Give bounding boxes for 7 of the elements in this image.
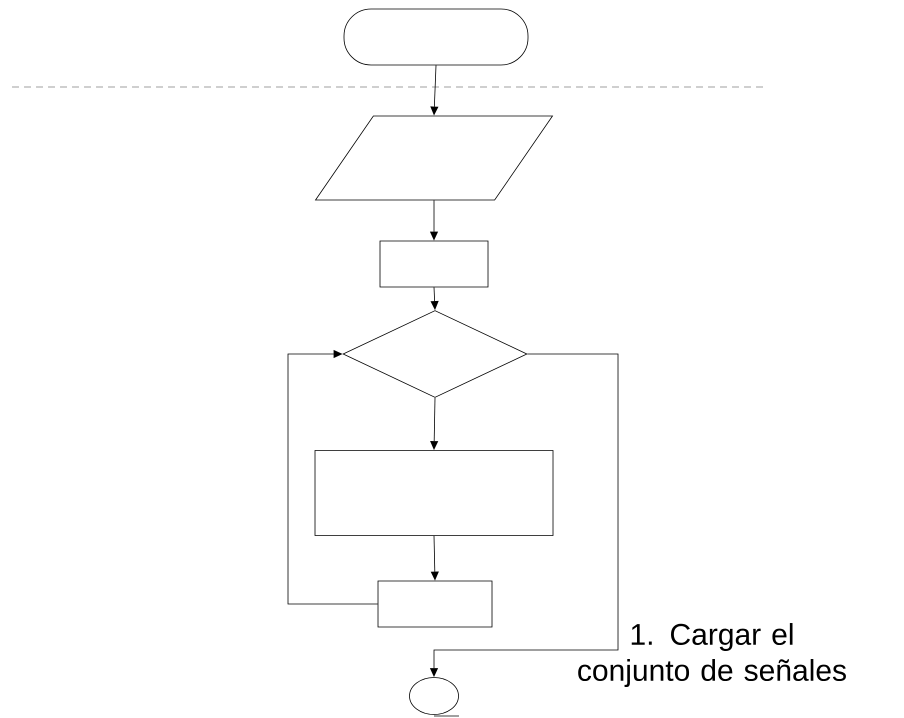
process-box xyxy=(378,580,492,628)
arrow xyxy=(288,350,378,604)
connector-circle xyxy=(409,677,459,715)
caption-text: 1. Cargar el conjunto de señales xyxy=(578,623,846,687)
process-box xyxy=(380,240,488,288)
terminal xyxy=(344,8,528,66)
process-box xyxy=(314,450,554,536)
